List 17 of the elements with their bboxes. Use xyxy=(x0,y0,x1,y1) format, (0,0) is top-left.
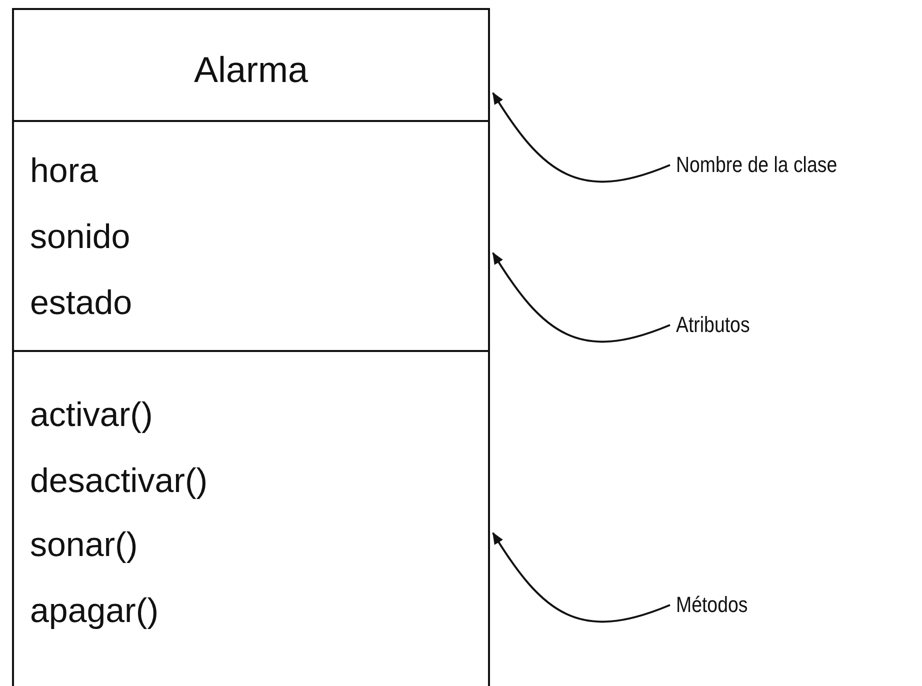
class-compartment xyxy=(12,350,490,686)
class-compartment xyxy=(12,8,490,122)
method-name: activar() xyxy=(30,398,153,432)
attribute-name: estado xyxy=(30,286,132,320)
annotation-label: Métodos xyxy=(676,594,748,616)
method-name: desactivar() xyxy=(30,464,208,498)
class-name: Alarma xyxy=(194,52,308,88)
annotation-label: Atributos xyxy=(676,314,750,336)
leader-line xyxy=(492,252,670,342)
leader-line xyxy=(492,532,670,622)
method-name: apagar() xyxy=(30,594,159,628)
leader-line xyxy=(492,92,670,182)
annotation-label: Nombre de la clase xyxy=(676,154,838,176)
attribute-name: hora xyxy=(30,154,98,188)
method-name: sonar() xyxy=(30,528,138,562)
class-compartment xyxy=(12,120,490,352)
attribute-name: sonido xyxy=(30,220,130,254)
